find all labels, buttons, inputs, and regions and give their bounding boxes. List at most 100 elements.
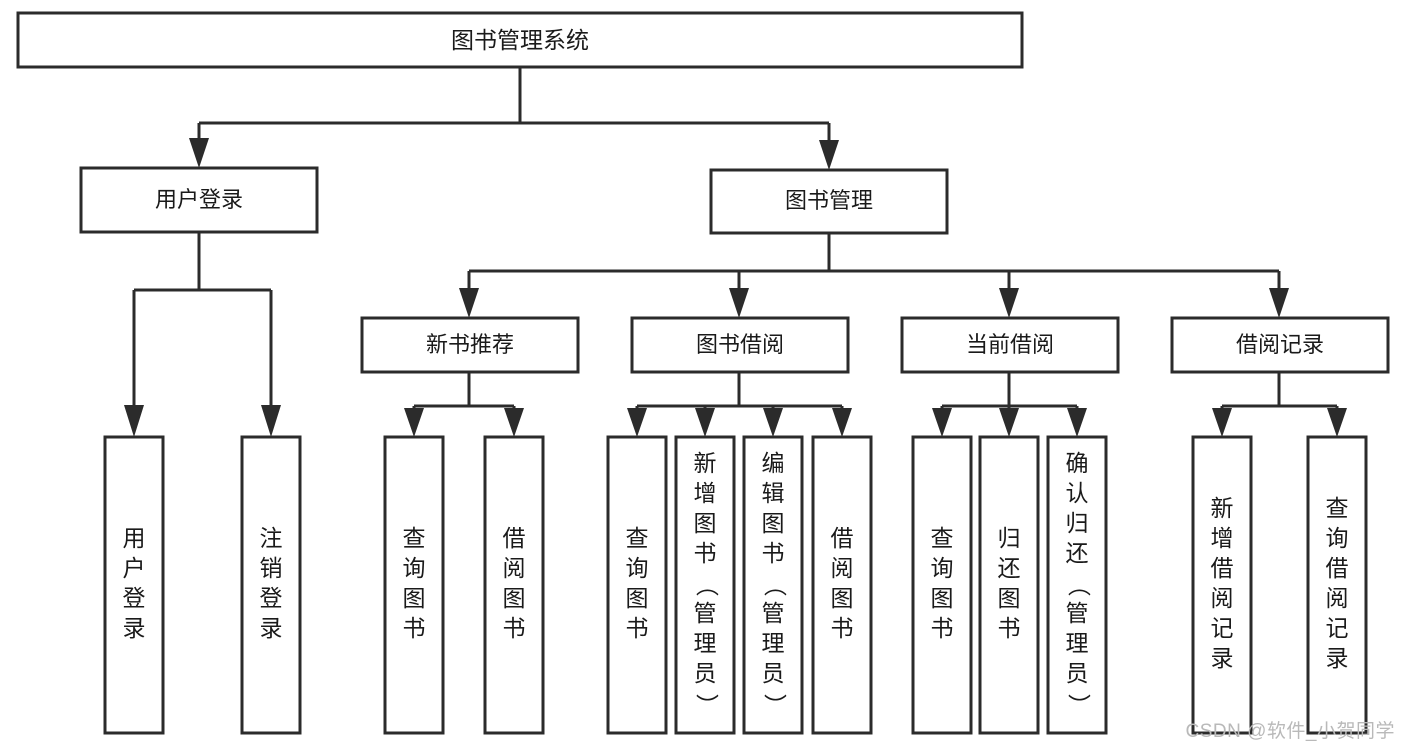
node-borrow-record[interactable]: 借阅记录 xyxy=(1170,316,1390,374)
vertical-label-char: 查 xyxy=(626,525,649,551)
node-new-book-recommend-label: 新书推荐 xyxy=(426,332,514,357)
vertical-label-char: 新 xyxy=(1211,495,1234,521)
vertical-label-char: 辑 xyxy=(762,480,785,506)
node-book-management-label: 图书管理 xyxy=(785,188,873,213)
arrow-to-leaf-edit-book xyxy=(763,408,783,437)
vertical-label-char: 理 xyxy=(762,630,785,656)
node-leaf-return-book-box[interactable] xyxy=(978,435,1040,735)
arrow-to-leaf-query-book-2 xyxy=(627,408,647,437)
node-current-borrow-box[interactable] xyxy=(900,316,1120,374)
node-leaf-query-book-3-box[interactable] xyxy=(911,435,973,735)
arrow-to-current-borrow xyxy=(999,288,1019,318)
node-book-borrow[interactable]: 图书借阅 xyxy=(630,316,850,374)
vertical-label-char: 查 xyxy=(1326,495,1349,521)
vertical-label-char: 图 xyxy=(503,585,526,611)
vertical-label-char: 询 xyxy=(626,555,649,581)
vertical-label-char: 确 xyxy=(1066,450,1089,476)
node-leaf-user-login-box[interactable] xyxy=(103,435,165,735)
node-new-book-recommend[interactable]: 新书推荐 xyxy=(360,316,580,374)
node-book-borrow-label: 图书借阅 xyxy=(696,332,784,357)
connector-layer xyxy=(124,67,1347,437)
arrow-to-leaf-borrow-book-1 xyxy=(504,408,524,437)
node-leaf-query-record-box[interactable] xyxy=(1306,435,1368,735)
arrow-to-leaf-add-book xyxy=(695,408,715,437)
arrow-to-leaf-logout-login xyxy=(261,405,281,437)
vertical-label-char: （ xyxy=(694,574,720,597)
vertical-label-char: 图 xyxy=(403,585,426,611)
node-leaf-add-book-box[interactable] xyxy=(674,435,736,735)
arrow-to-new-book-recommend xyxy=(459,288,479,318)
node-book-borrow-box[interactable] xyxy=(630,316,850,374)
vertical-label-char: 书 xyxy=(503,615,526,641)
node-leaf-edit-book-box[interactable] xyxy=(742,435,804,735)
vertical-label-char: 还 xyxy=(1066,540,1089,566)
node-leaf-user-login[interactable]: 用户登录 xyxy=(103,435,165,735)
node-leaf-confirm-return-box[interactable] xyxy=(1046,435,1108,735)
node-root-system[interactable]: 图书管理系统 xyxy=(16,11,1024,69)
arrow-to-leaf-confirm-return xyxy=(1067,408,1087,437)
vertical-label-char: ） xyxy=(694,694,720,717)
vertical-label-char: 借 xyxy=(503,525,526,551)
vertical-label-char: 录 xyxy=(123,615,146,641)
vertical-label-char: （ xyxy=(762,574,788,597)
arrow-to-leaf-borrow-book-2 xyxy=(832,408,852,437)
vertical-label-char: 借 xyxy=(1211,555,1234,581)
vertical-label-char: 图 xyxy=(931,585,954,611)
vertical-label-char: 注 xyxy=(260,525,283,551)
csdn-watermark: CSDN @软件_小贺同学 xyxy=(1185,721,1395,742)
node-new-book-recommend-box[interactable] xyxy=(360,316,580,374)
node-borrow-record-box[interactable] xyxy=(1170,316,1390,374)
node-user-login-box[interactable] xyxy=(79,166,319,234)
arrow-to-leaf-user-login xyxy=(124,405,144,437)
vertical-label-char: 阅 xyxy=(1326,585,1349,611)
vertical-label-char: 归 xyxy=(998,525,1021,551)
node-current-borrow[interactable]: 当前借阅 xyxy=(900,316,1120,374)
arrow-to-leaf-return-book xyxy=(999,408,1019,437)
node-leaf-add-record-box[interactable] xyxy=(1191,435,1253,735)
vertical-label-char: 新 xyxy=(694,450,717,476)
node-leaf-query-book-2-box[interactable] xyxy=(606,435,668,735)
vertical-label-char: 管 xyxy=(694,600,717,626)
node-root-box[interactable] xyxy=(16,11,1024,69)
vertical-label-char: 书 xyxy=(403,615,426,641)
node-leaf-borrow-book-2-box[interactable] xyxy=(811,435,873,735)
node-leaf-logout-login-box[interactable] xyxy=(240,435,302,735)
vertical-label-char: 归 xyxy=(1066,510,1089,536)
vertical-label-char: 管 xyxy=(1066,600,1089,626)
vertical-label-char: 询 xyxy=(931,555,954,581)
node-leaf-borrow-book-1-box[interactable] xyxy=(483,435,545,735)
vertical-label-char: 书 xyxy=(626,615,649,641)
vertical-label-char: 登 xyxy=(123,585,146,611)
vertical-label-char: 记 xyxy=(1326,615,1349,641)
vertical-label-char: 理 xyxy=(694,630,717,656)
node-user-login[interactable]: 用户登录 xyxy=(79,166,319,234)
vertical-label-char: 借 xyxy=(831,525,854,551)
node-leaf-query-book-1-box[interactable] xyxy=(383,435,445,735)
vertical-label-char: 询 xyxy=(1326,525,1349,551)
vertical-label-char: 图 xyxy=(998,585,1021,611)
vertical-label-char: 书 xyxy=(694,540,717,566)
vertical-label-char: 记 xyxy=(1211,615,1234,641)
node-book-management[interactable]: 图书管理 xyxy=(709,168,949,235)
vertical-label-char: 书 xyxy=(931,615,954,641)
node-book-management-box[interactable] xyxy=(709,168,949,235)
